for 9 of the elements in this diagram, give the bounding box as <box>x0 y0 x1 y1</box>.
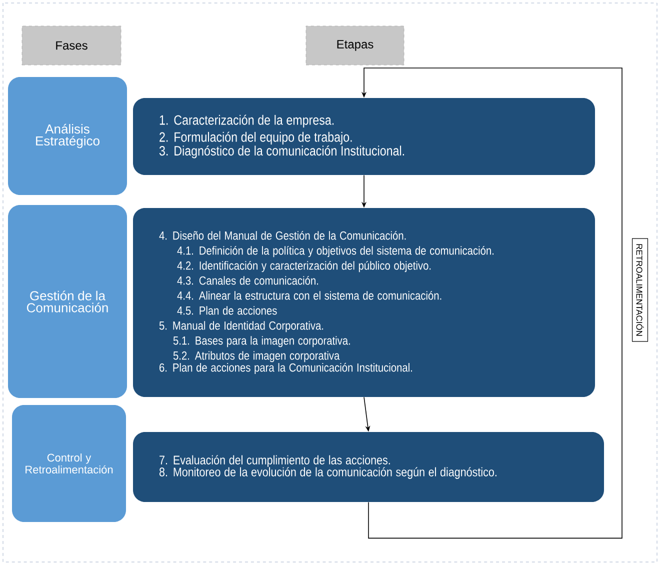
header-box: Fases <box>22 26 122 66</box>
phase-box: Análisis Estratégico <box>8 77 127 195</box>
phase-box: Gestión de la Comunicación <box>8 205 127 398</box>
phase-box: Control y Retroalimentación <box>12 405 126 522</box>
edge-label: RETROALIMENTACIÓN <box>632 238 648 342</box>
stage-box: 1. Caracterización de la empresa. 2. Formulación del equipo de trabajo. 3. Diagnóstico de la comunicación Institucional. <box>133 98 595 175</box>
stage-box: 7. Evaluación del cumplimiento de las acciones. 8. Monitoreo de la evolución de la comunicación según el diagnóstico. <box>133 432 604 502</box>
header-box: Etapas <box>306 26 404 66</box>
stage-box: 4. Diseño del Manual de Gestión de la Comunicación. 4.1. Definición de la política y objetivos del sistema de comunicación. 4.2. Identificación y caracterización del público objetivo. 4.3. Canales de comunicación. 4.4. Alinear la estructura con el sistema de comunicación. 4.5. Plan de acciones 5. Manual de Identidad Corporativa. 5.1. Bases para la imagen corporativa. 5.2. Atributos de imagen corporativa 6. Plan de acciones para la Comunicación Institucional. <box>133 208 595 397</box>
